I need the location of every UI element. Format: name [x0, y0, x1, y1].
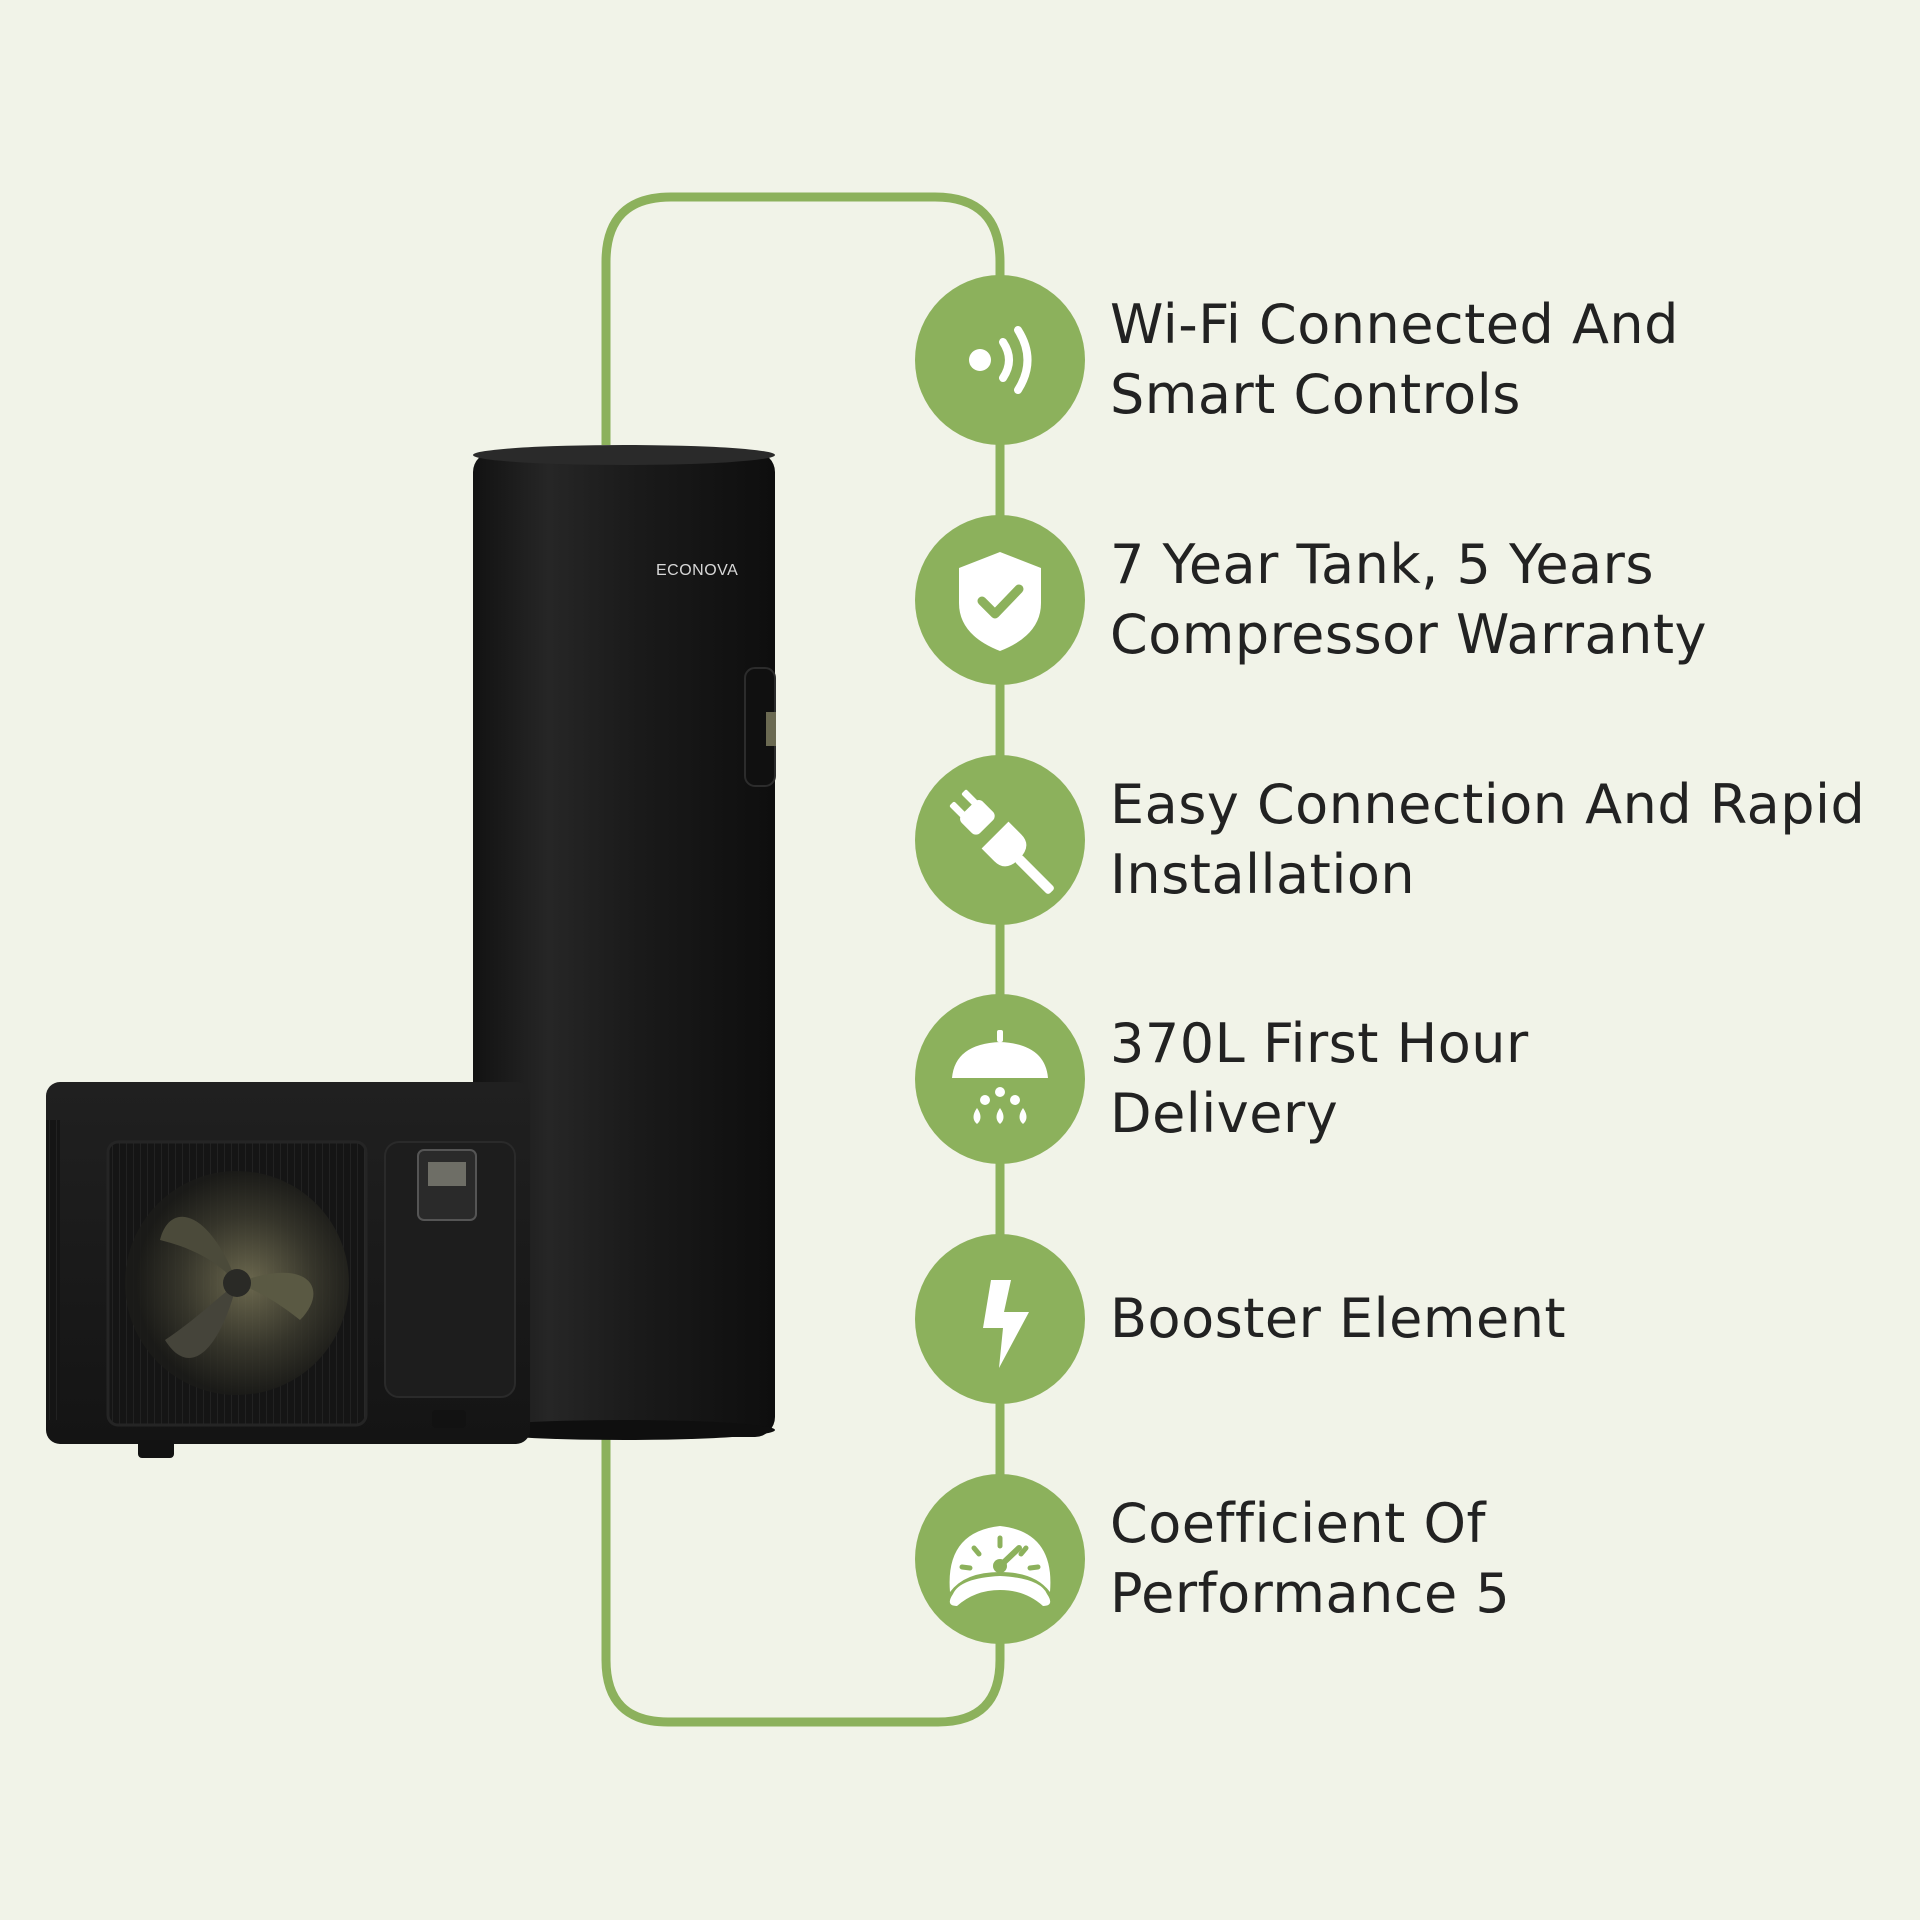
feature-wifi: Wi-Fi Connected And Smart Controls	[0, 275, 1920, 445]
feature-label: Booster Element	[1110, 1234, 1890, 1404]
feature-line-1: 7 Year Tank, 5 Years	[1110, 533, 1654, 596]
speedometer-icon	[949, 1526, 1051, 1606]
feature-label: 370L First Hour Delivery	[1110, 994, 1890, 1164]
feature-line-1: Booster Element	[1110, 1287, 1567, 1350]
feature-line-2: Compressor Warranty	[1110, 603, 1707, 666]
feature-badge	[915, 515, 1085, 685]
plug-connection-icon	[949, 789, 1054, 894]
feature-line-2: Delivery	[1110, 1082, 1339, 1145]
feature-installation: Easy Connection And Rapid Installation	[0, 755, 1920, 925]
feature-warranty: 7 Year Tank, 5 Years Compressor Warranty	[0, 515, 1920, 685]
wifi-signal-icon	[969, 326, 1032, 394]
feature-line-1: Coefficient Of	[1110, 1492, 1486, 1555]
feature-line-1: Easy Connection And Rapid	[1110, 773, 1866, 836]
feature-badge	[915, 1474, 1085, 1644]
feature-line-1: 370L First Hour	[1110, 1012, 1529, 1075]
feature-delivery: 370L First Hour Delivery	[0, 994, 1920, 1164]
feature-line-2: Smart Controls	[1110, 363, 1521, 426]
feature-badge	[915, 275, 1085, 445]
feature-label: 7 Year Tank, 5 Years Compressor Warranty	[1110, 515, 1890, 685]
feature-booster: Booster Element	[0, 1234, 1920, 1404]
outdoor-unit	[46, 1082, 530, 1458]
feature-label: Easy Connection And Rapid Installation	[1110, 755, 1890, 925]
feature-line-1: Wi-Fi Connected And	[1110, 293, 1679, 356]
feature-label: Wi-Fi Connected And Smart Controls	[1110, 275, 1890, 445]
shield-check-icon	[959, 552, 1041, 651]
feature-label: Coefficient Of Performance 5	[1110, 1474, 1890, 1644]
lightning-bolt-icon	[983, 1280, 1029, 1368]
feature-badge	[915, 1234, 1085, 1404]
feature-line-2: Performance 5	[1110, 1562, 1511, 1625]
brand-label: ECONOVA	[656, 562, 739, 579]
feature-performance: Coefficient Of Performance 5	[0, 1474, 1920, 1644]
feature-line-2: Installation	[1110, 843, 1416, 906]
water-tank	[473, 445, 776, 1440]
feature-badge	[915, 755, 1085, 925]
shower-icon	[952, 1030, 1048, 1124]
feature-badge	[915, 994, 1085, 1164]
